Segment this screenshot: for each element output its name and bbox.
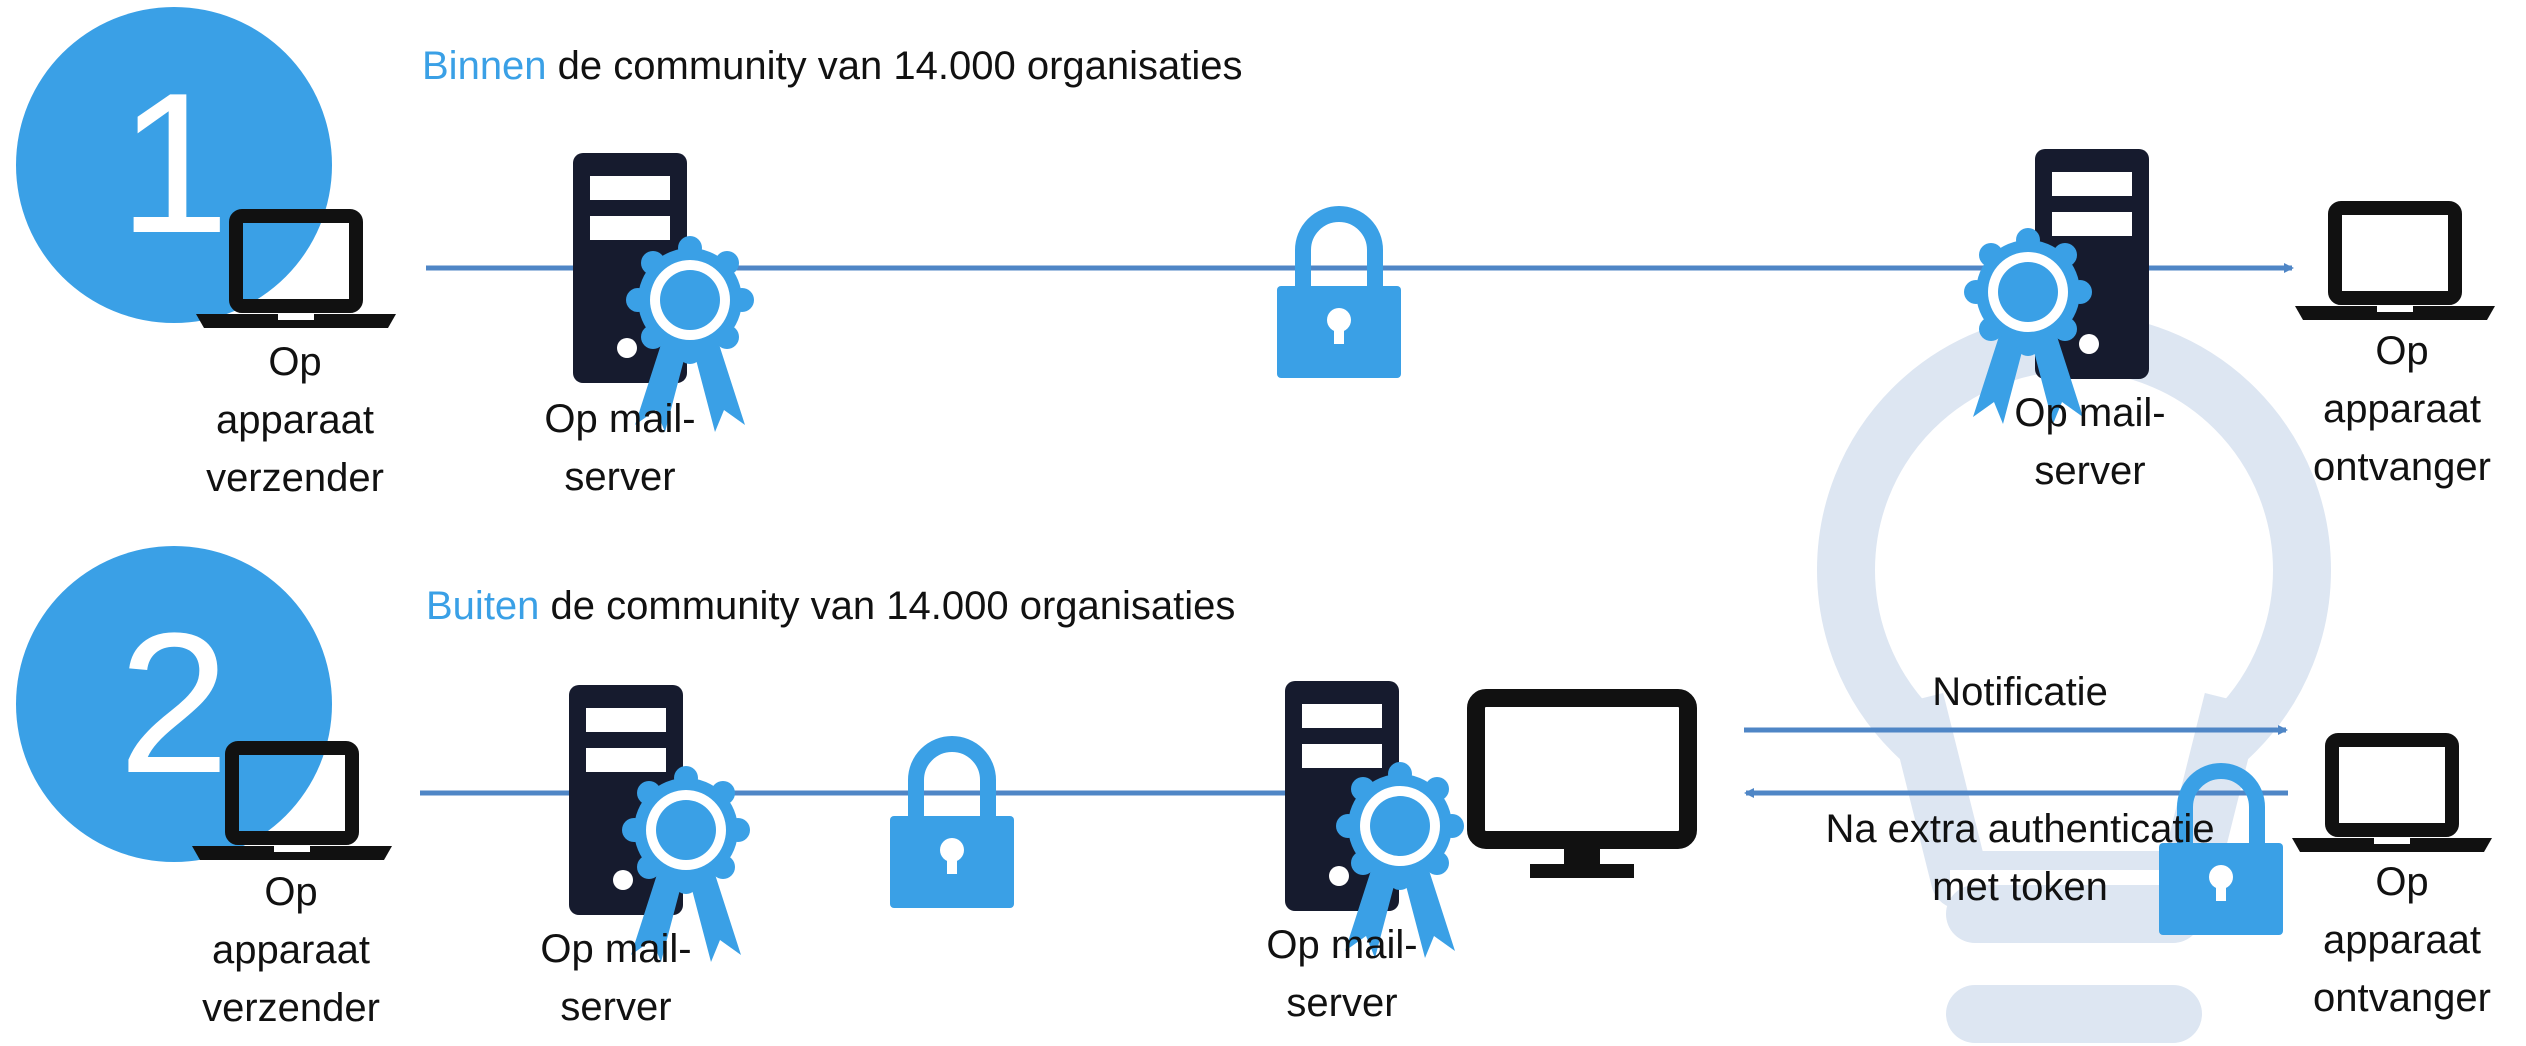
padlock-icon [890,744,1014,908]
laptop-icon [2292,740,2492,852]
step-circle-2 [16,546,332,862]
receiver-device-label: Op apparaat ontvanger [2313,329,2491,489]
sender-device-label: Op apparaat verzender [206,340,384,500]
padlock-icon [1277,214,1401,378]
mail-server-label: Op mail- server [540,927,692,1029]
laptop-icon [2295,208,2495,320]
mail-server-label: Op mail- server [544,397,696,499]
step-number-1: 1 [118,52,230,275]
sender-device-label: Op apparaat verzender [202,870,380,1030]
scenario1-heading-highlight: Binnen [422,44,547,88]
receiver-device-label: Op apparaat ontvanger [2313,860,2491,1020]
authentication-label: Na extra authenticatie met token [1825,807,2215,909]
scenario1-heading-text: de community van 14.000 organisaties [546,44,1243,88]
monitor-icon [1476,698,1688,878]
notification-label: Notificatie [1932,670,2108,714]
mail-server-label: Op mail- server [1266,923,1418,1025]
step-number-2: 2 [118,592,230,815]
scenario2-heading-text: de community van 14.000 organisaties [539,584,1236,628]
mail-server-label: Op mail- server [2014,391,2166,493]
scenario2-heading-highlight: Buiten [426,584,540,628]
scenario1-heading: Binnen de community van 14.000 organisat… [422,44,1243,89]
step-circle-1 [16,7,332,323]
scenario2-heading: Buiten de community van 14.000 organisat… [426,584,1235,629]
